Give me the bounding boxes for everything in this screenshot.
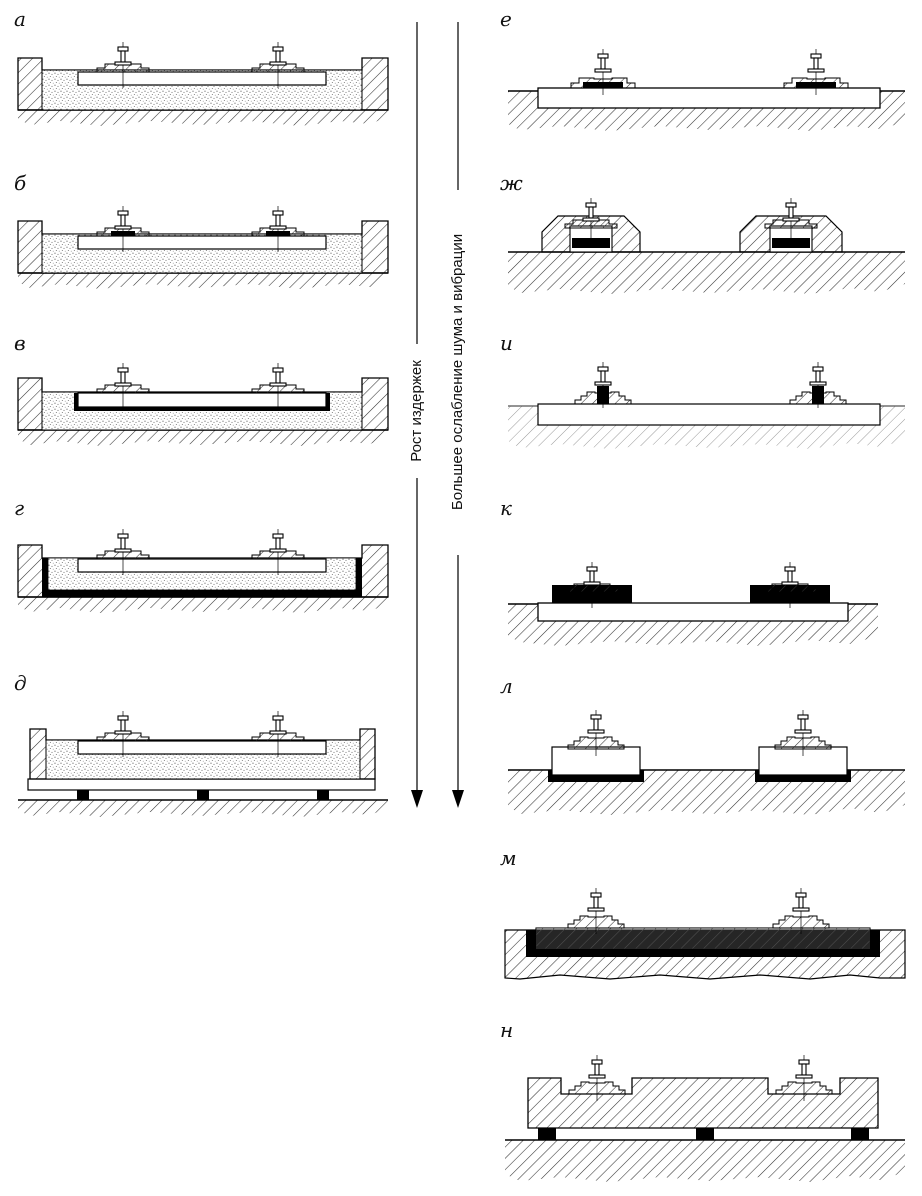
embedded-boot [597,386,609,404]
ground [505,1140,905,1182]
panel-n: н [500,1018,905,1182]
panel-label-g: г [14,496,24,520]
ground [18,273,388,289]
panel-label-l: л [500,674,513,698]
panel-label-k: к [500,496,512,520]
panel-label-e: е [500,7,512,31]
panel-g: г [14,496,389,613]
ground [508,406,905,449]
sleeper [77,740,327,755]
arrow-damping: Большее ослабление шума и вибрации [449,22,466,808]
spring-mount [538,1128,556,1140]
slab-fill [536,928,870,949]
floating-slab [535,927,871,950]
spring-mount [696,1128,714,1140]
panel-d: д [14,671,388,817]
concrete-slab [537,87,881,109]
sleeper [77,392,327,408]
panel-b: б [14,171,389,289]
concrete-slab [537,403,881,426]
panel-k: к [500,496,878,646]
panel-label-n: н [500,1018,513,1042]
sleeper [77,71,327,86]
concrete-slab [537,602,849,622]
panel-label-d: д [14,671,27,695]
arrow-cost: Рост издержек [408,22,425,808]
panel-label-v: в [14,331,26,355]
ground [18,597,388,613]
panel-i: и [500,331,905,449]
ground [18,110,388,126]
panel-label-m: м [500,846,517,870]
panel-l: л [500,674,905,815]
panel-e: е [500,7,905,131]
panel-label-b: б [14,171,27,195]
spring-mount [197,790,209,800]
panel-m: м [500,846,906,980]
ground [508,91,905,131]
sleeper [77,558,327,573]
sleeper [77,235,327,250]
spring-mount [317,790,329,800]
arrow-damping-label: Большее ослабление шума и вибрации [449,234,466,510]
ground [508,604,878,646]
floating-slab [27,778,376,791]
panel-zh: ж [500,171,905,294]
panel-label-a: а [14,7,26,31]
panel-label-zh: ж [500,171,523,195]
floating-slab [527,1077,879,1129]
ground [18,800,388,817]
ground [508,252,905,294]
embedded-boot [812,386,824,404]
panel-label-i: и [500,331,513,355]
spring-mount [77,790,89,800]
arrow-cost-label: Рост издержек [408,360,425,462]
spring-mount [851,1128,869,1140]
panel-a: а [14,7,389,126]
ground [18,430,388,446]
panel-v: в [14,331,389,446]
